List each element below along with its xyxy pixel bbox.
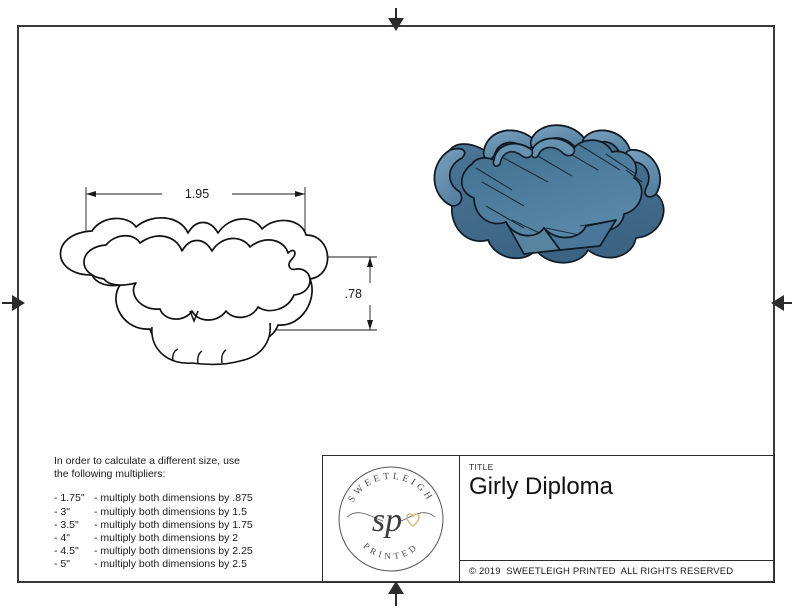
note-text: - multiply both dimensions by .875 [94, 492, 253, 505]
iso-facet-lines [475, 141, 643, 239]
note-size: - 4.5" [54, 545, 79, 558]
notes-intro-line-1: In order to calculate a different size, … [54, 455, 240, 467]
note-row: - 3.5" - multiply both dimensions by 1.7… [54, 519, 319, 532]
title-caption: TITLE [469, 462, 494, 472]
note-row: - 3" - multiply both dimensions by 1.5 [54, 506, 319, 519]
notes-intro: In order to calculate a different size, … [54, 455, 319, 481]
part-inner-contour [83, 234, 311, 321]
note-size: - 3.5" [54, 518, 79, 531]
title-block: SWEETLEIGH PRINTED sp TITLE Girly Diplom… [322, 455, 775, 583]
mark-arrow [771, 295, 784, 311]
brand-logo: SWEETLEIGH PRINTED sp [323, 456, 460, 582]
title-fields: TITLE Girly Diploma © 2019 SWEETLEIGH PR… [460, 456, 774, 582]
note-size: - 3" [54, 505, 70, 518]
notes-intro-line-2: the following multipliers: [54, 468, 166, 481]
note-text: - multiply both dimensions by 2.5 [94, 558, 247, 571]
dimension-height-label: .78 [345, 287, 362, 301]
title-main: TITLE Girly Diploma [460, 456, 774, 560]
mark-arrow [12, 295, 25, 311]
logo-monogram: sp [372, 502, 402, 539]
note-text: - multiply both dimensions by 1.75 [94, 518, 253, 531]
note-row: - 5" - multiply both dimensions by 2.5 [54, 558, 319, 571]
note-size: - 4" [54, 532, 70, 545]
note-text: - multiply both dimensions by 1.5 [94, 505, 247, 518]
note-size: - 1.75" [54, 492, 85, 505]
part-title: Girly Diploma [469, 473, 614, 500]
multiplier-notes: In order to calculate a different size, … [54, 455, 319, 572]
note-text: - multiply both dimensions by 2 [94, 532, 239, 545]
part-outline-view: 1.95 .78 [40, 175, 400, 375]
mark-stem [782, 302, 792, 304]
dimension-width [86, 191, 305, 197]
note-row: - 1.75" - multiply both dimensions by .8… [54, 492, 319, 505]
dimension-height [367, 257, 373, 330]
mark-stem [395, 592, 397, 606]
mark-arrow [388, 581, 404, 594]
mark-stem [2, 302, 14, 304]
part-scallop-ticks [172, 348, 227, 365]
note-size: - 5" [54, 558, 70, 571]
logo-circle-border [338, 466, 444, 572]
logo-heart-icon [406, 513, 420, 527]
part-3d-isometric-view [420, 78, 690, 303]
part-bottom-ruffle [151, 322, 271, 366]
mark-stem [395, 8, 397, 20]
dimension-width-label: 1.95 [185, 187, 209, 201]
note-row: - 4" - multiply both dimensions by 2 [54, 532, 319, 545]
iso-body [433, 124, 665, 264]
part-center-notch [189, 310, 199, 324]
copyright-notice: © 2019 SWEETLEIGH PRINTED ALL RIGHTS RES… [460, 560, 774, 582]
mark-arrow [388, 18, 404, 31]
note-text: - multiply both dimensions by 2.25 [94, 545, 253, 558]
note-row: - 4.5" - multiply both dimensions by 2.2… [54, 545, 319, 558]
